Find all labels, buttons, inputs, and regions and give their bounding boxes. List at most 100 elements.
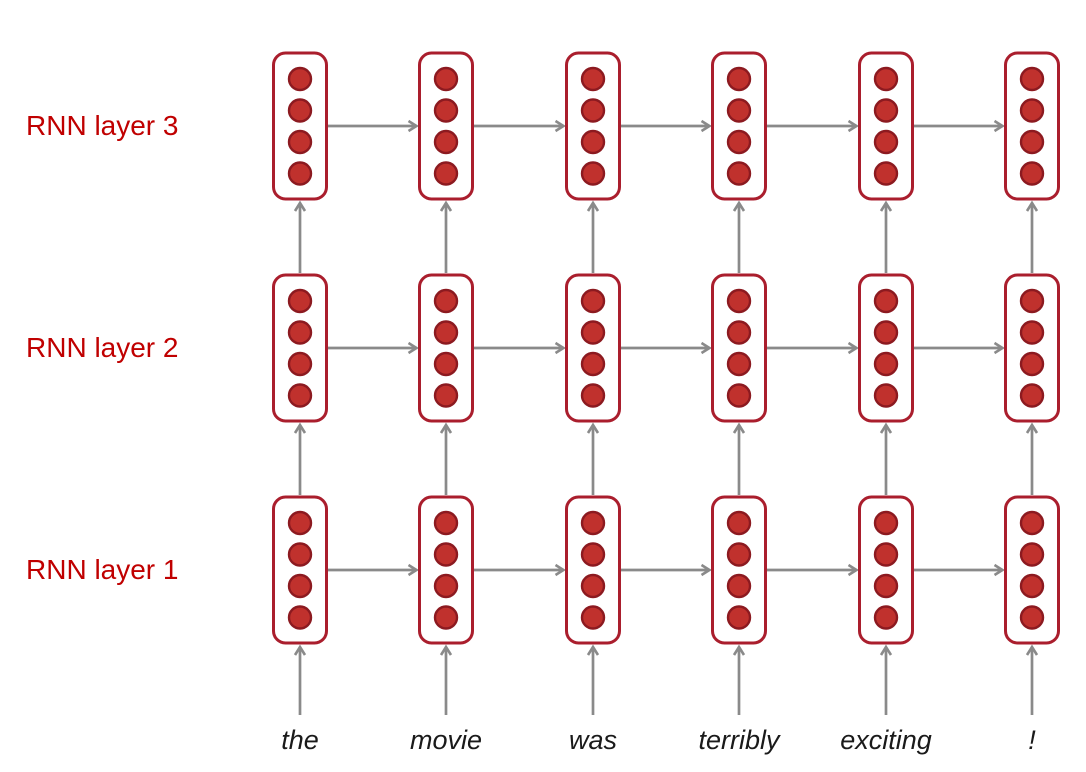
unit-dot xyxy=(287,288,313,314)
unit-dot xyxy=(726,98,752,123)
unit-dot xyxy=(580,573,606,599)
unit-dot xyxy=(873,66,899,92)
unit-dot xyxy=(287,129,313,155)
layer-label-rnn-2: RNN layer 2 xyxy=(26,332,179,363)
unit-dot xyxy=(873,383,899,408)
rnn-cell xyxy=(565,51,621,201)
unit-dot xyxy=(433,98,459,123)
unit-dot xyxy=(1019,542,1045,567)
unit-dot xyxy=(580,161,606,186)
unit-dot xyxy=(287,605,313,630)
unit-dot xyxy=(726,161,752,186)
unit-dot xyxy=(287,383,313,408)
unit-dot xyxy=(433,573,459,599)
unit-dot xyxy=(433,288,459,314)
unit-dot xyxy=(287,66,313,92)
rnn-cell xyxy=(711,273,767,423)
unit-dot xyxy=(580,542,606,567)
unit-dot xyxy=(287,573,313,599)
rnn-cell xyxy=(272,51,328,201)
unit-dot xyxy=(1019,320,1045,345)
unit-dot xyxy=(433,66,459,92)
unit-dot xyxy=(580,351,606,377)
unit-dot xyxy=(873,288,899,314)
rnn-cell xyxy=(858,51,914,201)
rnn-cell xyxy=(711,495,767,645)
unit-dot xyxy=(1019,383,1045,408)
rnn-cell xyxy=(418,51,474,201)
unit-dot xyxy=(873,320,899,345)
unit-dot xyxy=(433,351,459,377)
rnn-cell xyxy=(272,273,328,423)
unit-dot xyxy=(1019,66,1045,92)
unit-dot xyxy=(726,288,752,314)
unit-dot xyxy=(433,320,459,345)
unit-dot xyxy=(1019,510,1045,536)
rnn-cell xyxy=(418,495,474,645)
rnn-cell xyxy=(1004,273,1060,423)
unit-dot xyxy=(287,98,313,123)
input-word: the xyxy=(281,725,319,755)
unit-dot xyxy=(287,161,313,186)
unit-dot xyxy=(287,320,313,345)
unit-dot xyxy=(433,542,459,567)
unit-dot xyxy=(580,288,606,314)
unit-dot xyxy=(433,510,459,536)
input-word: was xyxy=(568,725,617,755)
input-word: terribly xyxy=(698,725,780,755)
unit-dot xyxy=(1019,129,1045,155)
unit-dot xyxy=(580,129,606,155)
unit-dot xyxy=(726,320,752,345)
unit-dot xyxy=(1019,98,1045,123)
unit-dot xyxy=(580,510,606,536)
rnn-cell xyxy=(565,273,621,423)
unit-dot xyxy=(726,542,752,567)
unit-dot xyxy=(873,542,899,567)
unit-dot xyxy=(726,129,752,155)
unit-dot xyxy=(580,66,606,92)
unit-dot xyxy=(873,605,899,630)
rnn-cell xyxy=(565,495,621,645)
unit-dot xyxy=(726,573,752,599)
unit-dot xyxy=(873,129,899,155)
unit-dot xyxy=(726,605,752,630)
rnn-cell xyxy=(1004,495,1060,645)
unit-dot xyxy=(580,98,606,123)
rnn-cell xyxy=(272,495,328,645)
unit-dot xyxy=(287,510,313,536)
unit-dot xyxy=(287,351,313,377)
unit-dot xyxy=(287,542,313,567)
unit-dot xyxy=(873,161,899,186)
unit-dot xyxy=(1019,161,1045,186)
unit-dot xyxy=(580,383,606,408)
unit-dot xyxy=(726,351,752,377)
rnn-cell xyxy=(858,495,914,645)
unit-dot xyxy=(433,383,459,408)
input-word: ! xyxy=(1028,725,1036,755)
rnn-cell xyxy=(418,273,474,423)
input-word: movie xyxy=(409,725,483,755)
rnn-cell xyxy=(1004,51,1060,201)
unit-dot xyxy=(726,510,752,536)
unit-dot xyxy=(1019,573,1045,599)
unit-dot xyxy=(873,351,899,377)
unit-dot xyxy=(1019,605,1045,630)
layer-label-rnn-1: RNN layer 1 xyxy=(26,554,179,585)
layer-label-rnn-3: RNN layer 3 xyxy=(26,110,179,141)
unit-dot xyxy=(580,605,606,630)
unit-dot xyxy=(873,510,899,536)
input-word: exciting xyxy=(840,725,932,755)
unit-dot xyxy=(873,98,899,123)
unit-dot xyxy=(873,573,899,599)
unit-dot xyxy=(1019,351,1045,377)
unit-dot xyxy=(433,129,459,155)
rnn-cell xyxy=(711,51,767,201)
unit-dot xyxy=(580,320,606,345)
unit-dot xyxy=(1019,288,1045,314)
rnn-cell xyxy=(858,273,914,423)
unit-dot xyxy=(726,383,752,408)
unit-dot xyxy=(433,161,459,186)
unit-dot xyxy=(433,605,459,630)
